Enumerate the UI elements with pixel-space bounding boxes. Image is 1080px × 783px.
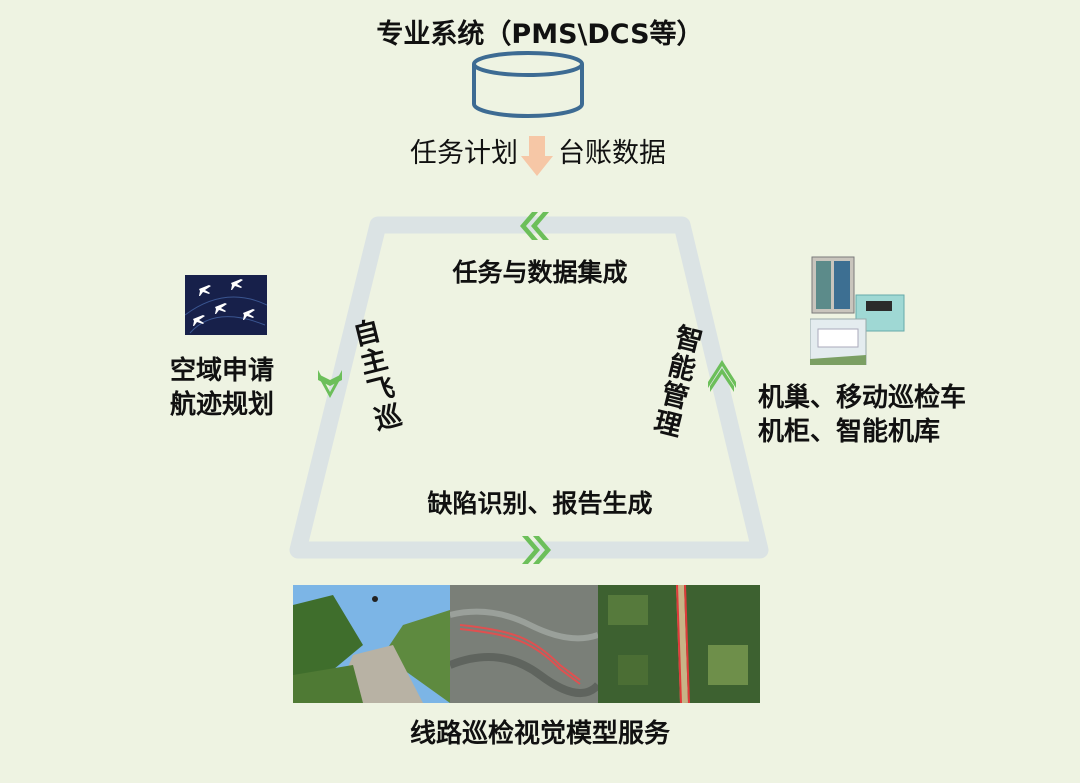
- cycle-loop-path: [289, 216, 769, 559]
- airplane-icon: [193, 279, 255, 326]
- corridor-map-image: [598, 585, 760, 703]
- diagram-title: 专业系统（PMS\DCS等）: [376, 19, 704, 50]
- visual-model-service-title: 线路巡检视觉模型服务: [409, 719, 670, 749]
- drone-icon: [372, 596, 378, 602]
- cycle-top-label: 任务与数据集成: [452, 258, 628, 287]
- ledger-data-label: 台账数据: [558, 138, 666, 169]
- airspace-image: [185, 275, 267, 335]
- task-plan-label: 任务计划: [410, 138, 518, 169]
- cycle-bottom-label: 缺陷识别、报告生成: [427, 489, 653, 518]
- airspace-application-label: 空域申请: [170, 356, 275, 386]
- chevron-up-icon: [708, 360, 736, 392]
- equipment-image: [810, 255, 906, 365]
- chevron-right-icon: [522, 536, 551, 564]
- chevron-down-icon: [318, 370, 342, 398]
- chevron-left-icon: [520, 212, 549, 240]
- database-cylinder-icon: [472, 51, 584, 118]
- airspace-planning-text: 空域申请 航迹规划: [170, 354, 274, 422]
- nest-vehicle-label: 机巢、移动巡检车: [758, 383, 967, 413]
- mountain-inspection-image: [293, 585, 450, 703]
- flight-path-planning-label: 航迹规划: [170, 390, 275, 420]
- cabinet-hangar-label: 机柜、智能机库: [758, 417, 941, 447]
- down-arrow-icon: [521, 136, 553, 176]
- equipment-text: 机巢、移动巡检车 机柜、智能机库: [758, 381, 966, 449]
- terrain-map-image: [450, 585, 598, 703]
